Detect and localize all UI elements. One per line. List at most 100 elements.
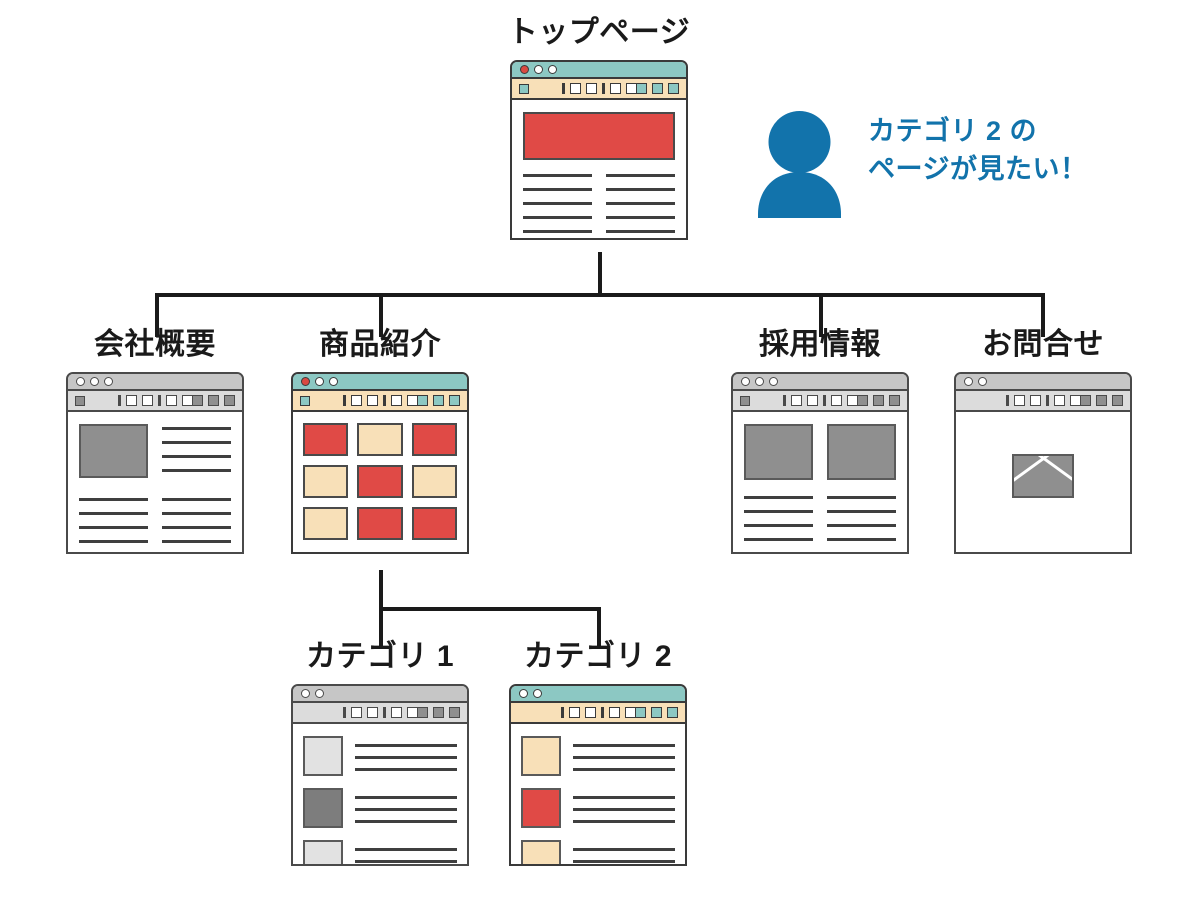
browser-window-products: [291, 372, 469, 554]
list-item: [303, 736, 457, 776]
list-text-lines: [573, 788, 675, 828]
titlebar-dot-2: [90, 377, 99, 386]
toolbar-right-buttons: [417, 395, 460, 406]
browser-window-category2: [509, 684, 687, 866]
image-placeholder: [744, 424, 813, 480]
content-columns: [79, 424, 231, 483]
text-columns-lower: [79, 498, 231, 552]
envelope-icon: [1012, 454, 1074, 498]
titlebar-dot-2: [978, 377, 987, 386]
product-cell: [303, 465, 349, 498]
titlebar: [511, 686, 685, 703]
titlebar: [293, 374, 467, 391]
hero-banner: [523, 112, 675, 160]
browser-window-top-page: [510, 60, 688, 240]
list-text-lines: [355, 788, 457, 828]
toolbar-right-buttons: [192, 395, 235, 406]
text-column-left: [79, 498, 148, 552]
browser-window-company: [66, 372, 244, 554]
product-cell: [357, 507, 403, 540]
thumb-column-right: [827, 424, 896, 480]
product-grid: [303, 423, 457, 540]
window-body: [956, 412, 1130, 510]
titlebar-dot-2: [534, 65, 543, 74]
node-contact[interactable]: お問合せ: [943, 330, 1143, 554]
window-body: [733, 412, 907, 552]
list-text-lines: [573, 840, 675, 864]
content-column-left: [79, 424, 148, 483]
toolbar-right-buttons: [1080, 395, 1123, 406]
text-columns: [523, 174, 675, 238]
titlebar-dot-2: [755, 377, 764, 386]
text-column-left: [523, 174, 592, 238]
node-top-page-label: トップページ: [507, 16, 691, 49]
list-thumbnail: [521, 736, 561, 776]
connector-products-stem: [379, 570, 383, 610]
product-cell: [411, 423, 457, 456]
titlebar: [293, 686, 467, 703]
connector-drop-products: [379, 293, 383, 337]
node-contact-label: お問合せ: [982, 328, 1104, 361]
connector-products-bus: [379, 607, 601, 611]
list-item: [303, 840, 457, 864]
toolbar-left-box: [519, 83, 529, 94]
product-cell: [303, 423, 349, 456]
content-column-right: [162, 424, 231, 483]
window-body: [293, 412, 467, 551]
connector-drop-recruit: [819, 293, 823, 337]
product-cell: [357, 423, 403, 456]
window-body: [512, 100, 686, 238]
titlebar-dot-1: [301, 689, 310, 698]
toolbar-left-box: [300, 395, 310, 406]
window-body: [293, 724, 467, 864]
titlebar-dot-2: [315, 689, 324, 698]
node-recruit[interactable]: 採用情報: [720, 330, 920, 554]
titlebar-dot-red: [520, 65, 529, 74]
connector-top-stem: [598, 252, 602, 297]
list-text-lines: [355, 736, 457, 776]
text-column-left: [744, 496, 813, 552]
list-item: [303, 788, 457, 828]
node-category2[interactable]: カテゴリ 2: [498, 642, 698, 866]
list-thumbnail: [303, 788, 343, 828]
toolbar: [512, 79, 686, 100]
node-category1[interactable]: カテゴリ 1: [280, 642, 480, 866]
toolbar: [293, 391, 467, 412]
window-body: [68, 412, 242, 552]
toolbar-right-buttons: [857, 395, 900, 406]
browser-window-contact: [954, 372, 1132, 554]
connector-drop-company: [155, 293, 159, 337]
list-thumbnail: [521, 840, 561, 864]
image-placeholder: [827, 424, 896, 480]
thumb-column-left: [744, 424, 813, 480]
titlebar: [956, 374, 1130, 391]
product-cell: [411, 507, 457, 540]
connector-top-bus: [155, 293, 1045, 297]
list-text-lines: [355, 840, 457, 864]
node-company[interactable]: 会社概要: [55, 330, 255, 554]
node-top-page[interactable]: トップページ: [478, 18, 720, 240]
toolbar-left-box: [740, 395, 750, 406]
connector-drop-contact: [1041, 293, 1045, 337]
node-products[interactable]: 商品紹介: [280, 330, 480, 554]
speech-text: カテゴリ 2 の ページが見たい！: [868, 116, 1088, 185]
text-columns-lower: [744, 496, 896, 552]
toolbar: [293, 703, 467, 724]
titlebar-dot-red: [301, 377, 310, 386]
window-body: [511, 724, 685, 864]
list-item: [521, 736, 675, 776]
connector-drop-category2: [597, 607, 601, 649]
toolbar: [956, 391, 1130, 412]
browser-window-recruit: [731, 372, 909, 554]
toolbar: [68, 391, 242, 412]
node-category2-label: カテゴリ 2: [523, 640, 673, 673]
toolbar-left-box: [75, 395, 85, 406]
text-column-right: [606, 174, 675, 238]
thumb-columns: [744, 424, 896, 480]
toolbar: [511, 703, 685, 724]
toolbar: [733, 391, 907, 412]
titlebar-dot-3: [548, 65, 557, 74]
node-recruit-label: 採用情報: [759, 328, 881, 361]
image-placeholder: [79, 424, 148, 478]
product-cell: [303, 507, 349, 540]
